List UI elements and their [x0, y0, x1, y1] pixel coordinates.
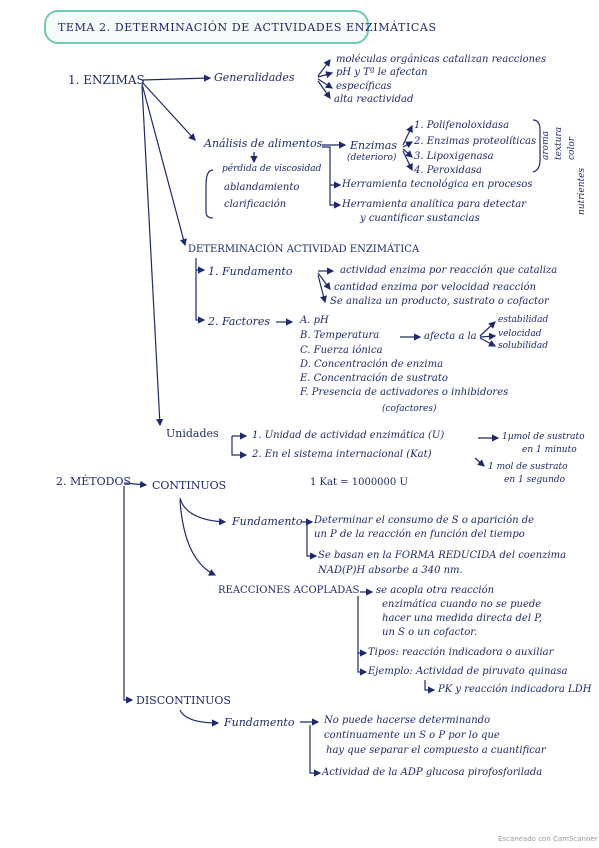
factores-label: 2. Factores — [208, 315, 271, 328]
factor-item: C. Fuerza iónica — [300, 345, 383, 356]
discontinuos-line: No puede hacerse determinando — [324, 715, 491, 726]
continuos-fundamento-label: Fundamento — [232, 515, 303, 528]
side-label: aroma — [541, 131, 551, 160]
continuos-fundamento-line: Determinar el consumo de S o aparición d… — [314, 515, 535, 526]
factor-item: E. Concentración de sustrato — [300, 373, 448, 384]
factor-item: D. Concentración de enzima — [300, 359, 444, 370]
continuos-label: CONTINUOS — [152, 479, 227, 492]
fundamento-item: actividad enzima por reacción que catali… — [340, 265, 558, 276]
analisis-effect: clarificación — [224, 199, 287, 210]
factor-item: A. pH — [300, 315, 329, 326]
kat-equivalence: 1 Kat = 1000000 U — [310, 477, 408, 488]
scanner-footer: Escaneado con CamScanner — [498, 835, 598, 843]
afecta-item: estabilidad — [498, 315, 549, 325]
discontinuos-line: Actividad de la ADP glucosa pirofosforil… — [322, 767, 543, 778]
cofactores-note: (cofactores) — [382, 404, 437, 414]
discontinuos-line: hay que separar el compuesto a cuantific… — [326, 745, 546, 756]
fundamento-item: Se analiza un producto, sustrato o cofac… — [330, 296, 549, 307]
unidad-1: 1. Unidad de actividad enzimática (U) — [252, 430, 445, 441]
analisis-label: Análisis de alimentos — [204, 137, 323, 150]
fundamento-item: cantidad enzima por velocidad reacción — [334, 282, 537, 293]
generalidades-item: moléculas orgánicas catalizan reacciones — [336, 54, 547, 65]
enzyme-list-item: 1. Polifenoloxidasa — [414, 120, 510, 131]
afecta-label: afecta a la — [424, 331, 477, 342]
section-enzimas-heading: 1. ENZIMAS — [68, 73, 145, 87]
tool-item: Herramienta tecnológica en procesos — [342, 179, 533, 190]
unidad-2: 2. En el sistema internacional (Kat) — [252, 449, 432, 460]
discontinuos-label: DISCONTINUOS — [136, 694, 231, 707]
analisis-effect: pérdida de viscosidad — [222, 164, 322, 174]
unidad-2-result: en 1 segundo — [504, 475, 566, 485]
tool-item: Herramienta analítica para detectar — [342, 199, 526, 210]
continuos-fundamento-line: NAD(P)H absorbe a 340 nm. — [318, 565, 463, 576]
factor-item: F. Presencia de activadores o inhibidore… — [300, 387, 509, 398]
continuos-fundamento-line: Se basan en la FORMA REDUCIDA del coenzi… — [318, 550, 567, 561]
unidad-2-result: 1 mol de sustrato — [488, 462, 568, 472]
continuos-fundamento-line: un P de la reacción en función del tiemp… — [314, 529, 525, 540]
enzyme-list-item: 3. Lipoxigenasa — [414, 151, 494, 162]
side-label: nutrientes — [577, 167, 587, 215]
discontinuos-line: continuamente un S o P por lo que — [324, 730, 500, 741]
determinacion-heading: DETERMINACIÓN ACTIVIDAD ENZIMÁTICA — [188, 244, 420, 255]
generalidades-item: pH y Tª le afectan — [336, 67, 428, 78]
tool-item: y cuantificar sustancias — [360, 213, 480, 224]
acopladas-line: hacer una medida directa del P, — [382, 613, 543, 624]
acopladas-label: REACCIONES ACOPLADAS — [218, 585, 360, 596]
side-label: color — [567, 136, 577, 160]
page-title: TEMA 2. DETERMINACIÓN DE ACTIVIDADES ENZ… — [58, 21, 437, 34]
side-label: textura — [554, 126, 564, 160]
acopladas-ejemplo: PK y reacción indicadora LDH — [438, 684, 592, 695]
generalidades-label: Generalidades — [214, 71, 295, 84]
generalidades-item: alta reactividad — [334, 94, 414, 105]
unidad-1-result: en 1 minuto — [522, 445, 577, 455]
section-metodos-heading: 2. MÉTODOS — [56, 475, 132, 488]
afecta-item: velocidad — [498, 329, 542, 339]
discontinuos-fundamento-label: Fundamento — [224, 716, 295, 729]
acopladas-line: un S o un cofactor. — [382, 627, 478, 638]
acopladas-line: se acopla otra reacción — [376, 585, 495, 596]
afecta-item: solubilidad — [498, 341, 548, 351]
acopladas-tipos: Tipos: reacción indicadora o auxiliar — [368, 647, 554, 658]
unidad-1-result: 1µmol de sustrato — [502, 432, 585, 442]
enzyme-list-item: 4. Peroxidasa — [414, 165, 483, 176]
acopladas-line: enzimática cuando no se puede — [382, 599, 542, 610]
fundamento-label: 1. Fundamento — [208, 265, 293, 278]
title-banner: TEMA 2. DETERMINACIÓN DE ACTIVIDADES ENZ… — [44, 10, 436, 44]
enzimas-deterioro-sub: (deterioro) — [347, 153, 397, 163]
generalidades-item: específicas — [336, 81, 392, 92]
enzyme-list-item: 2. Enzimas proteolíticas — [414, 136, 537, 147]
enzimas-deterioro-label: Enzimas — [350, 139, 398, 152]
factor-item: B. Temperatura — [300, 330, 380, 341]
acopladas-ejemplo: Ejemplo: Actividad de piruvato quinasa — [368, 666, 568, 677]
unidades-label: Unidades — [166, 427, 219, 440]
analisis-effect: ablandamiento — [224, 182, 300, 193]
